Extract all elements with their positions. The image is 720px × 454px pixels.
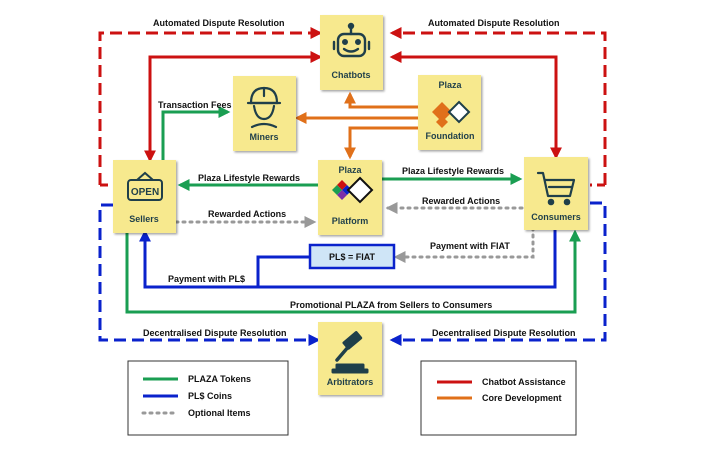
payment-pl-label: Payment with PL$ <box>168 274 245 284</box>
promotional-plaza-label: Promotional PLAZA from Sellers to Consum… <box>290 300 492 310</box>
payment-fiat-label: Payment with FIAT <box>430 241 510 251</box>
transaction-fees-label: Transaction Fees <box>158 100 232 110</box>
gavel-icon <box>331 331 369 374</box>
chatbots-node: Chatbots <box>320 15 383 90</box>
rewarded-actions-label-right: Rewarded Actions <box>422 196 500 206</box>
core-development-edges <box>294 91 418 160</box>
platform-node: Plaza Platform <box>318 160 382 235</box>
legend-left: PLAZA Tokens PL$ Coins Optional Items <box>127 360 289 436</box>
lifestyle-rewards-label-left: Plaza Lifestyle Rewards <box>198 173 300 183</box>
sellers-label: Sellers <box>129 214 159 224</box>
miners-label: Miners <box>249 132 278 142</box>
legend-right: Chatbot Assistance Core Development <box>420 360 577 436</box>
miner-icon <box>246 86 282 129</box>
miners-node: Miners <box>233 76 296 151</box>
legend-core-development: Core Development <box>482 393 562 403</box>
promotional-plaza-edge <box>125 229 581 314</box>
platform-label-top: Plaza <box>338 165 362 175</box>
transaction-fees-edge <box>161 106 231 160</box>
decentralised-dispute-loop <box>98 201 607 346</box>
open-sign-icon: OPEN <box>127 171 163 201</box>
pl-fiat-label: PL$ = FIAT <box>329 252 376 262</box>
auto-dispute-label-right: Automated Dispute Resolution <box>428 18 560 28</box>
pl-fiat-box: PL$ = FIAT <box>308 243 396 270</box>
plaza-logo-icon <box>432 100 471 128</box>
svg-text:OPEN: OPEN <box>131 187 159 198</box>
foundation-label-top: Plaza <box>438 80 462 90</box>
legend-optional-items: Optional Items <box>188 408 251 418</box>
foundation-node: Plaza Foundation <box>418 75 481 150</box>
arbitrators-node: Arbitrators <box>318 322 382 395</box>
payment-pl-edge <box>139 228 557 289</box>
chatbots-label: Chatbots <box>332 70 371 80</box>
legend-chatbot-assistance: Chatbot Assistance <box>482 377 566 387</box>
pl-fiat-connector <box>256 255 310 287</box>
arbitrators-label: Arbitrators <box>327 377 374 387</box>
sellers-node: OPEN Sellers <box>113 160 176 233</box>
rewarded-actions-label-left: Rewarded Actions <box>208 209 286 219</box>
consumers-label: Consumers <box>531 212 581 222</box>
lifestyle-rewards-label-right: Plaza Lifestyle Rewards <box>402 166 504 176</box>
payment-fiat-edge <box>393 226 535 263</box>
consumers-node: Consumers <box>524 157 588 230</box>
auto-dispute-label-left: Automated Dispute Resolution <box>153 18 285 28</box>
platform-label-bottom: Platform <box>332 216 369 226</box>
plaza-logo-icon <box>332 176 374 204</box>
decentral-dispute-label-right: Decentralised Dispute Resolution <box>432 328 576 338</box>
chatbot-assist-consumers-edge <box>389 51 562 160</box>
chatbot-assist-sellers-edge <box>144 51 323 163</box>
legend-plaza-tokens: PLAZA Tokens <box>188 374 251 384</box>
shopping-cart-icon <box>536 171 576 206</box>
automated-dispute-loop <box>98 27 607 187</box>
robot-icon <box>332 22 371 58</box>
foundation-label-bottom: Foundation <box>426 131 475 141</box>
legend-pl-coins: PL$ Coins <box>188 391 232 401</box>
decentral-dispute-label-left: Decentralised Dispute Resolution <box>143 328 287 338</box>
